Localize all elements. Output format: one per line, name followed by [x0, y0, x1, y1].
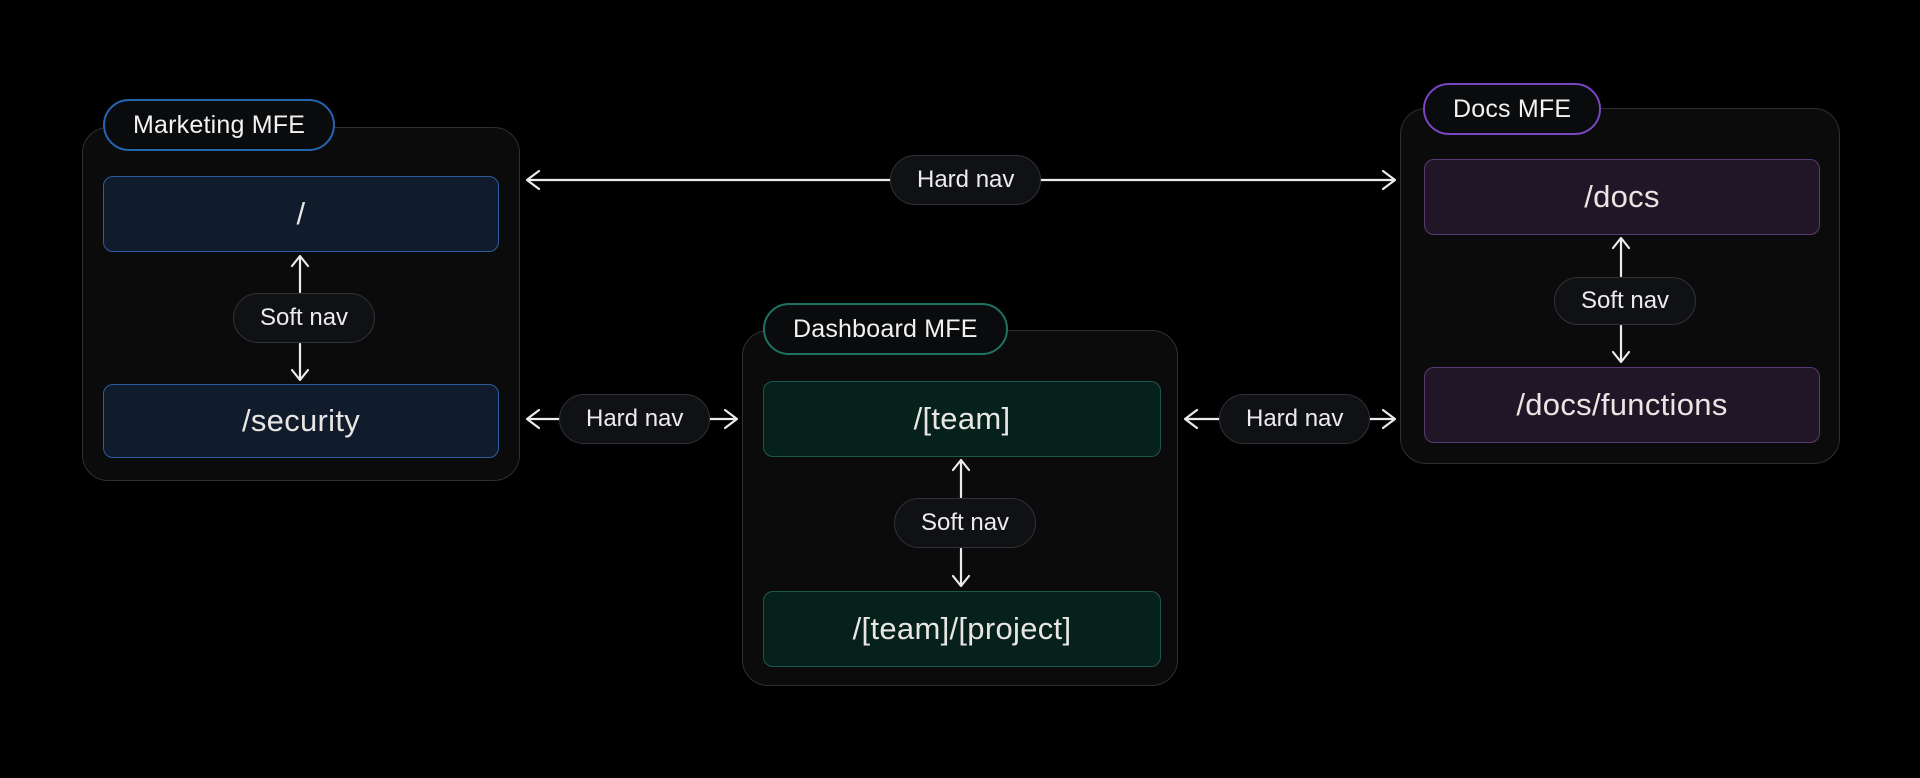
- route-box-team-project[interactable]: /[team]/[project]: [763, 591, 1161, 667]
- soft-nav-pill-dashboard-text: Soft nav: [921, 509, 1010, 536]
- marketing-mfe-label: Marketing MFE: [103, 99, 336, 151]
- soft-nav-pill-dashboard: Soft nav: [894, 498, 1037, 548]
- route-team-text: /[team]: [913, 401, 1011, 436]
- soft-nav-pill-docs: Soft nav: [1554, 277, 1697, 325]
- route-security-text: /security: [241, 403, 361, 438]
- route-box-docs[interactable]: /docs: [1424, 159, 1820, 235]
- soft-nav-pill-docs-text: Soft nav: [1581, 287, 1670, 314]
- route-box-docs-functions[interactable]: /docs/functions: [1424, 367, 1820, 443]
- soft-nav-pill-marketing-text: Soft nav: [260, 304, 349, 331]
- dashboard-mfe-label-text: Dashboard MFE: [793, 314, 978, 343]
- route-box-team[interactable]: /[team]: [763, 381, 1161, 457]
- route-box-security[interactable]: /security: [103, 384, 499, 458]
- marketing-mfe-label-text: Marketing MFE: [133, 110, 306, 139]
- route-box-root[interactable]: /: [103, 176, 499, 252]
- docs-mfe-label-text: Docs MFE: [1453, 94, 1572, 123]
- route-team-project-text: /[team]/[project]: [852, 611, 1072, 646]
- hard-nav-pill-marketing-dashboard: Hard nav: [559, 394, 711, 444]
- soft-nav-pill-marketing: Soft nav: [233, 293, 376, 343]
- route-docs-functions-text: /docs/functions: [1516, 387, 1728, 422]
- route-docs-text: /docs: [1584, 179, 1660, 214]
- hard-nav-pill-dashboard-docs: Hard nav: [1219, 394, 1371, 444]
- marketing-mfe-group: Marketing MFE / /security: [82, 99, 520, 481]
- route-root-text: /: [296, 196, 306, 231]
- hard-nav-pill-marketing-docs: Hard nav: [890, 155, 1042, 205]
- docs-mfe-label: Docs MFE: [1423, 83, 1602, 135]
- hard-nav-pill-marketing-dashboard-text: Hard nav: [586, 405, 684, 432]
- dashboard-mfe-label: Dashboard MFE: [763, 303, 1008, 355]
- hard-nav-pill-dashboard-docs-text: Hard nav: [1246, 405, 1344, 432]
- hard-nav-pill-marketing-docs-text: Hard nav: [917, 166, 1015, 193]
- dashboard-mfe-group: Dashboard MFE /[team] /[team]/[project]: [742, 303, 1178, 686]
